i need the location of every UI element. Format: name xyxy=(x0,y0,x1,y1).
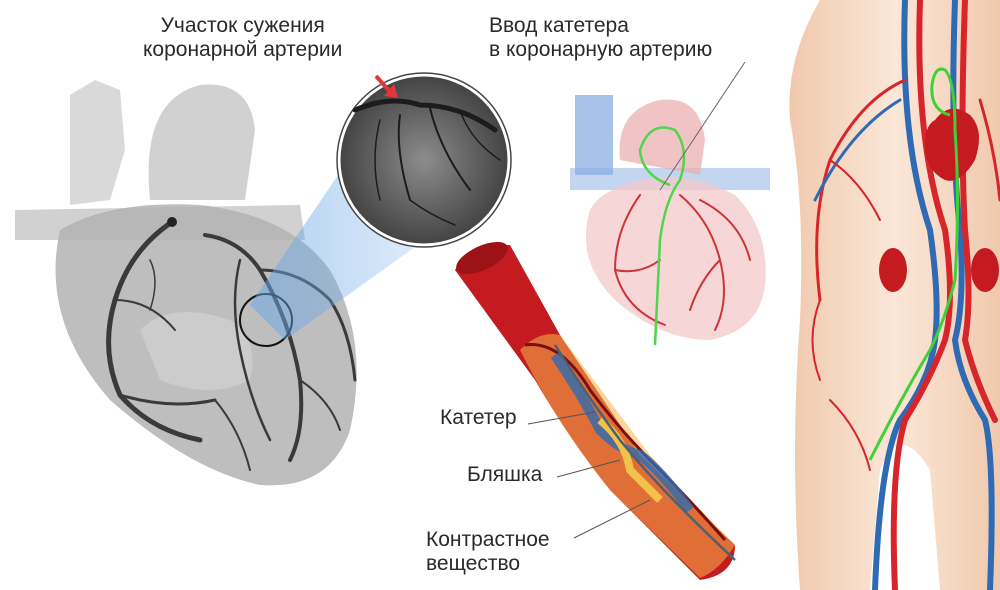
catheter-insertion-label: Ввод катетера в коронарную артерию xyxy=(489,14,712,62)
catheter-heart xyxy=(570,61,770,346)
stenosis-site-line-2: коронарной артерии xyxy=(143,38,343,61)
coronary-ostium xyxy=(167,217,177,227)
body-heart xyxy=(925,108,979,181)
plaque-leader xyxy=(556,459,621,478)
right-kidney xyxy=(971,248,999,292)
stenosis-arrowhead xyxy=(384,84,398,98)
stenosis-site-label: Участок сужения коронарной артерии xyxy=(143,14,342,62)
plaque-deposit xyxy=(597,416,663,503)
contrast-leader xyxy=(573,499,651,539)
catheter-leader xyxy=(527,411,596,425)
contrast-agent-line-2: вещество xyxy=(426,552,521,575)
vessel-cross-section xyxy=(455,241,736,580)
catheter-label: Катетер xyxy=(440,406,517,429)
catheter-line xyxy=(553,344,736,561)
heart-svc xyxy=(575,95,613,175)
left-kidney xyxy=(879,248,907,292)
heart-vena-cava xyxy=(70,80,125,205)
catheter-insertion-leader xyxy=(659,61,746,191)
vessel-opening xyxy=(456,241,508,275)
body-circulation xyxy=(789,0,1000,590)
heart-aortic-arch xyxy=(619,99,705,175)
heart-body-small xyxy=(585,177,766,340)
contrast-agent-label: Контрастное вещество xyxy=(426,528,550,576)
catheter-path-body xyxy=(868,67,959,461)
catheter-insertion-line-2: в коронарную артерию xyxy=(489,38,713,61)
plaque-label: Бляшка xyxy=(467,463,543,486)
catheter-path-heart xyxy=(638,126,686,346)
heart-aorta xyxy=(148,84,255,200)
angiogram-lens xyxy=(336,72,512,248)
stenosis-site-line-1: Участок сужения xyxy=(160,14,325,37)
catheter-insertion-line-1: Ввод катетера xyxy=(489,14,629,37)
heart-chamber xyxy=(140,312,253,390)
contrast-agent-line-1: Контрастное xyxy=(426,528,550,551)
